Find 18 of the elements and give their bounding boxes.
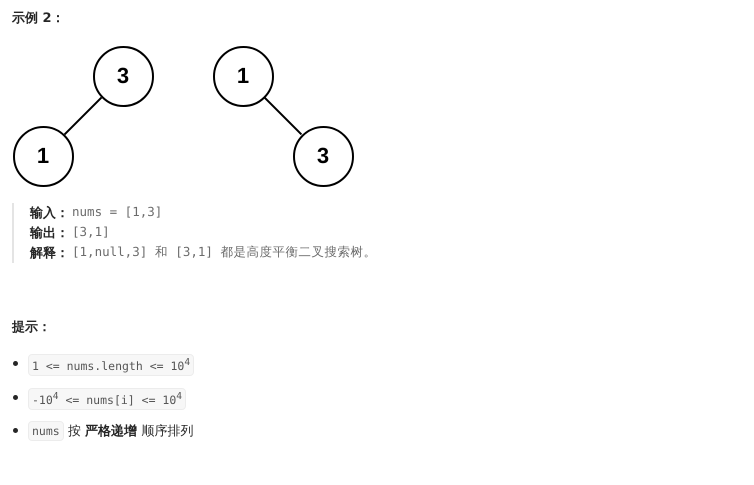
heading: 示例 2：	[12, 10, 65, 27]
tree-node-circle: 1	[12, 126, 74, 186]
body-text: 按 严格递增 顺序排列	[68, 422, 194, 440]
inline-code: 1 <= nums.length <= 10$^{4}$	[28, 354, 194, 376]
tree-edge	[64, 96, 102, 136]
tree-edge	[264, 96, 302, 136]
inline-code: -10$^{4}$ <= nums[i] <= 10$^{4}$	[28, 388, 186, 410]
field-label: 输入：	[30, 204, 69, 222]
tree-node-circle: 3	[292, 126, 354, 186]
inline-code: nums	[28, 421, 64, 441]
code-text: [3,1]	[72, 224, 110, 239]
tree-node-circle: 3	[92, 46, 154, 106]
field-label: 解释：	[30, 245, 69, 262]
field-label: 输出：	[30, 225, 69, 242]
tree-node-circle: 1	[212, 46, 274, 106]
explanation-text: [1,null,3] 和 [3,1] 都是高度平衡二叉搜索树。	[72, 244, 376, 261]
heading: 提示：	[12, 319, 51, 336]
code-text: nums = [1,3]	[72, 204, 162, 219]
